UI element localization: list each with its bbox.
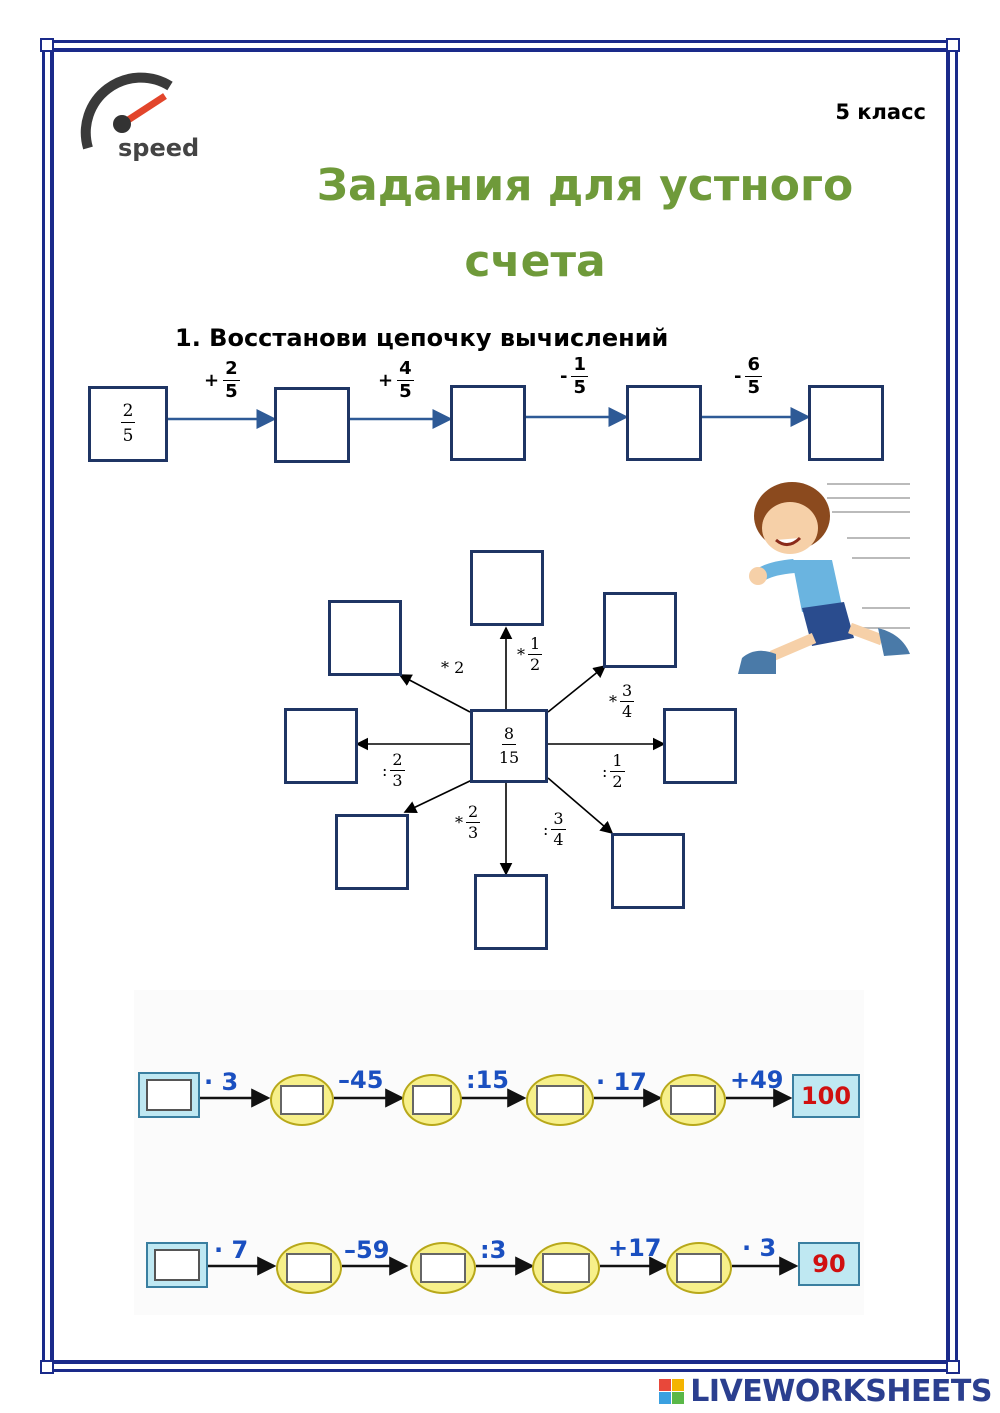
star-arrows [355, 626, 666, 876]
answer-input[interactable] [670, 1085, 716, 1115]
chains-panel: 100 · 3 –45 :15 · 17 +49 90 · 7 –59 :3 +… [134, 990, 864, 1315]
liveworksheets-logo-icon [659, 1379, 685, 1404]
brand-text: LIVEWORKSHEETS [690, 1374, 992, 1409]
chain-result: 90 [798, 1242, 860, 1286]
answer-input[interactable] [542, 1253, 590, 1283]
answer-input[interactable] [286, 1253, 332, 1283]
chain-operation: · 3 [742, 1234, 777, 1262]
chain-oval [402, 1074, 462, 1126]
answer-box[interactable] [450, 385, 526, 461]
page-title-line2: счета [464, 236, 606, 287]
frame-corner [40, 38, 54, 52]
speedometer-icon [80, 72, 173, 150]
chain-operation: :3 [480, 1236, 507, 1264]
page-title-line1: Задания для устного [316, 160, 854, 211]
chain-oval [660, 1074, 726, 1126]
answer-box[interactable] [626, 385, 702, 461]
answer-box[interactable] [284, 708, 358, 784]
chain-operation: :15 [466, 1066, 509, 1094]
answer-input[interactable] [536, 1085, 584, 1115]
chain-operation: –59 [344, 1236, 390, 1264]
answer-input[interactable] [412, 1085, 452, 1115]
grade-label: 5 класс [835, 100, 926, 124]
chain-start-cell [138, 1072, 200, 1118]
chain-operation: –45 [338, 1066, 384, 1094]
runner-icon [738, 482, 910, 674]
chain-operation: · 17 [596, 1068, 647, 1096]
chain-operation: · 7 [214, 1236, 249, 1264]
answer-box[interactable] [474, 874, 548, 950]
chain-start-cell [146, 1242, 208, 1288]
answer-input[interactable] [146, 1079, 192, 1111]
answer-input[interactable] [676, 1253, 722, 1283]
chain-oval [410, 1242, 476, 1294]
frame-corner [40, 1360, 54, 1374]
chain-oval [270, 1074, 334, 1126]
answer-input[interactable] [154, 1249, 200, 1281]
chain-operation: +17 [608, 1234, 662, 1262]
page-frame-outer [42, 40, 958, 1372]
answer-box[interactable] [470, 550, 544, 626]
answer-box[interactable] [328, 600, 402, 676]
frame-corner [946, 38, 960, 52]
answer-box[interactable] [808, 385, 884, 461]
chains-arrows [200, 1088, 799, 1276]
answer-input[interactable] [280, 1085, 324, 1115]
answer-box[interactable] [335, 814, 409, 890]
chain-operation: +49 [730, 1066, 784, 1094]
liveworksheets-brand: LIVEWORKSHEETS [659, 1374, 992, 1409]
page-frame-inner [50, 48, 950, 1364]
answer-input[interactable] [420, 1253, 466, 1283]
star-operation: * 2 [441, 658, 465, 677]
chain-arrows [167, 407, 811, 429]
frame-corner [946, 1360, 960, 1374]
chain-oval [666, 1242, 732, 1294]
chain-operation: · 3 [204, 1068, 239, 1096]
running-boy-illustration [732, 478, 912, 698]
answer-box[interactable] [603, 592, 677, 668]
chain-oval [532, 1242, 600, 1294]
answer-box[interactable] [663, 708, 737, 784]
speed-logo: speed [70, 68, 210, 168]
chain-result: 100 [792, 1074, 860, 1118]
chain-oval [276, 1242, 342, 1294]
logo-text: speed [118, 134, 200, 162]
answer-box[interactable] [274, 387, 350, 463]
task-heading: 1. Восстанови цепочку вычислений [175, 324, 669, 352]
chain-oval [526, 1074, 594, 1126]
answer-box[interactable] [611, 833, 685, 909]
